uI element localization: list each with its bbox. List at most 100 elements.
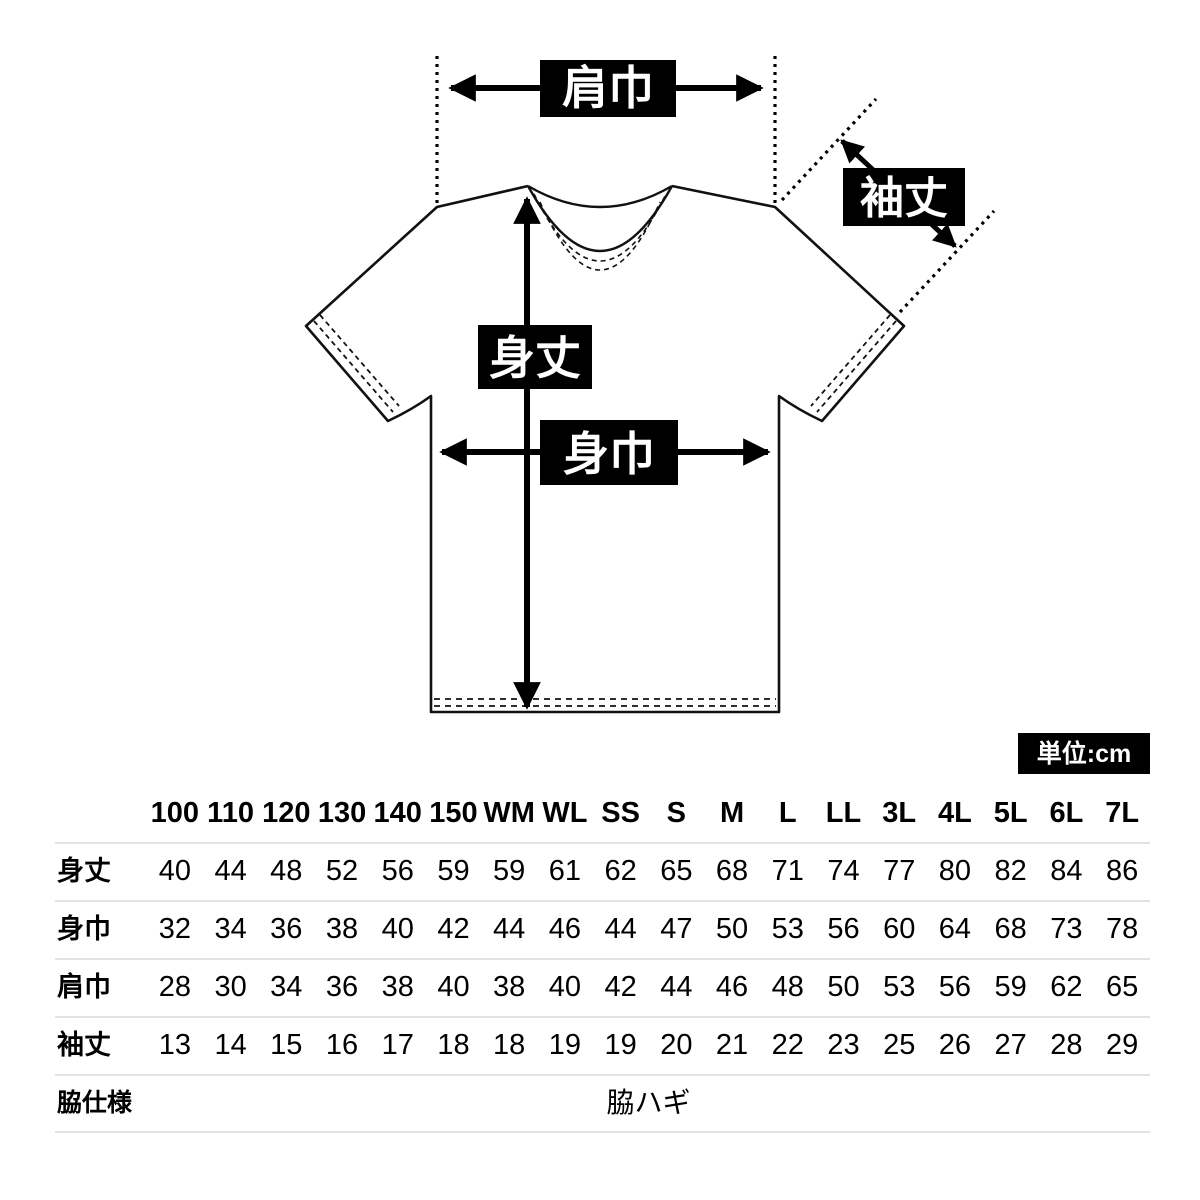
measurement-value: 29 <box>1105 1029 1139 1061</box>
sleeve-length-label: 袖丈 <box>843 168 965 226</box>
size-column-header: WM <box>483 797 535 829</box>
size-column-header: WL <box>542 797 588 829</box>
size-column-header: 4L <box>938 797 972 829</box>
measurement-value: 62 <box>1050 971 1083 1003</box>
measurement-value: 65 <box>1105 971 1139 1003</box>
cuff-stitching-left <box>313 314 400 413</box>
sleeve-length-label-text: 袖丈 <box>860 174 948 223</box>
measurement-value: 68 <box>715 855 749 887</box>
measurement-value: 19 <box>604 1029 637 1061</box>
measurement-value: 59 <box>437 855 470 887</box>
measurement-value: 38 <box>325 913 359 945</box>
measurement-value: 46 <box>715 971 749 1003</box>
size-column-header: 3L <box>882 797 917 829</box>
measurement-value: 48 <box>771 971 804 1003</box>
measurement-row-label: 身巾 <box>57 914 111 944</box>
measurement-value: 50 <box>715 913 749 945</box>
collar-back-arc <box>527 184 673 209</box>
measurement-value: 48 <box>270 855 303 887</box>
measurement-value: 34 <box>214 913 247 945</box>
measurement-value: 68 <box>994 913 1027 945</box>
measurement-value: 32 <box>158 913 191 945</box>
measurement-value: 28 <box>1050 1029 1083 1061</box>
measurement-value: 34 <box>270 971 303 1003</box>
measurement-value: 30 <box>214 971 247 1003</box>
measurement-value: 86 <box>1105 855 1139 887</box>
measurement-value: 65 <box>660 855 693 887</box>
measurement-value: 17 <box>381 1029 414 1061</box>
size-column-header: LL <box>825 797 862 829</box>
measurement-value: 27 <box>994 1029 1027 1061</box>
measurement-value: 78 <box>1105 913 1139 945</box>
measurement-value: 26 <box>938 1029 972 1061</box>
measurement-value: 59 <box>994 971 1027 1003</box>
measurement-value: 44 <box>604 913 637 945</box>
measurement-value: 15 <box>270 1029 303 1061</box>
measurement-row-label: 肩巾 <box>57 972 111 1002</box>
body-length-label-text: 身丈 <box>489 332 581 384</box>
measurement-row-label: 袖丈 <box>57 1030 111 1060</box>
measurement-value: 50 <box>827 971 860 1003</box>
hem-stitching <box>434 698 776 707</box>
measurement-value: 16 <box>325 1029 359 1061</box>
measurement-value: 25 <box>883 1029 916 1061</box>
size-column-header: 150 <box>429 797 478 829</box>
size-column-header: 5L <box>993 797 1028 829</box>
measurement-value: 56 <box>381 855 414 887</box>
measurement-value: 42 <box>437 913 470 945</box>
measurement-value: 61 <box>548 855 582 887</box>
measurement-value: 36 <box>270 913 303 945</box>
measurement-value: 22 <box>771 1029 804 1061</box>
tshirt-size-diagram: 肩巾 袖丈 身丈 身巾 単位:cm <box>304 56 1150 774</box>
measurement-value: 40 <box>437 971 470 1003</box>
measurement-value: 84 <box>1050 855 1083 887</box>
unit-badge-text: 単位:cm <box>1037 739 1131 768</box>
measurement-value: 23 <box>827 1029 860 1061</box>
body-width-label-text: 身巾 <box>563 428 655 480</box>
measurement-row: 袖丈 13 14 15 16 17 18 18 19 19 20 21 22 23 25 26 27 28 29 <box>55 1017 1150 1075</box>
measurement-value: 38 <box>493 971 526 1003</box>
measurement-value: 52 <box>325 855 359 887</box>
measurement-value: 71 <box>771 855 804 887</box>
measurement-value: 80 <box>938 855 972 887</box>
measurement-value: 36 <box>325 971 359 1003</box>
side-spec-row: 脇仕様 脇ハギ <box>55 1075 1150 1132</box>
measurement-value: 64 <box>938 913 972 945</box>
measurement-value: 56 <box>938 971 972 1003</box>
shoulder-width-guides <box>435 56 777 204</box>
measurement-value: 28 <box>158 971 191 1003</box>
measurement-value: 40 <box>548 971 582 1003</box>
side-spec-label: 脇仕様 <box>57 1088 133 1117</box>
measurement-value: 19 <box>548 1029 582 1061</box>
measurement-value: 44 <box>214 855 247 887</box>
measurement-value: 18 <box>493 1029 526 1061</box>
measurement-value: 13 <box>158 1029 191 1061</box>
measurement-value: 44 <box>493 913 526 945</box>
measurement-value: 20 <box>660 1029 693 1061</box>
measurement-value: 59 <box>493 855 526 887</box>
measurement-value: 14 <box>214 1029 247 1061</box>
measurement-value: 53 <box>771 913 804 945</box>
sleeve-length-guides <box>780 97 996 314</box>
side-spec-value: 脇ハギ <box>606 1087 691 1118</box>
measurement-value: 21 <box>715 1029 749 1061</box>
body-length-label: 身丈 <box>478 325 592 389</box>
size-column-header: L <box>778 797 797 829</box>
measurement-value: 18 <box>437 1029 470 1061</box>
size-column-header: S <box>666 797 686 829</box>
size-column-header: SS <box>601 797 640 829</box>
corner-cell <box>55 786 147 843</box>
cuff-stitching-right <box>810 314 897 413</box>
body-width-label: 身巾 <box>540 420 678 485</box>
measurement-value: 47 <box>660 913 693 945</box>
size-column-header: 6L <box>1049 797 1084 829</box>
measurement-value: 60 <box>883 913 916 945</box>
measurement-value: 77 <box>883 855 916 887</box>
size-column-header: 110 <box>207 797 254 829</box>
size-column-header: 7L <box>1105 797 1140 829</box>
measurement-value: 40 <box>158 855 191 887</box>
measurement-value: 73 <box>1050 913 1083 945</box>
